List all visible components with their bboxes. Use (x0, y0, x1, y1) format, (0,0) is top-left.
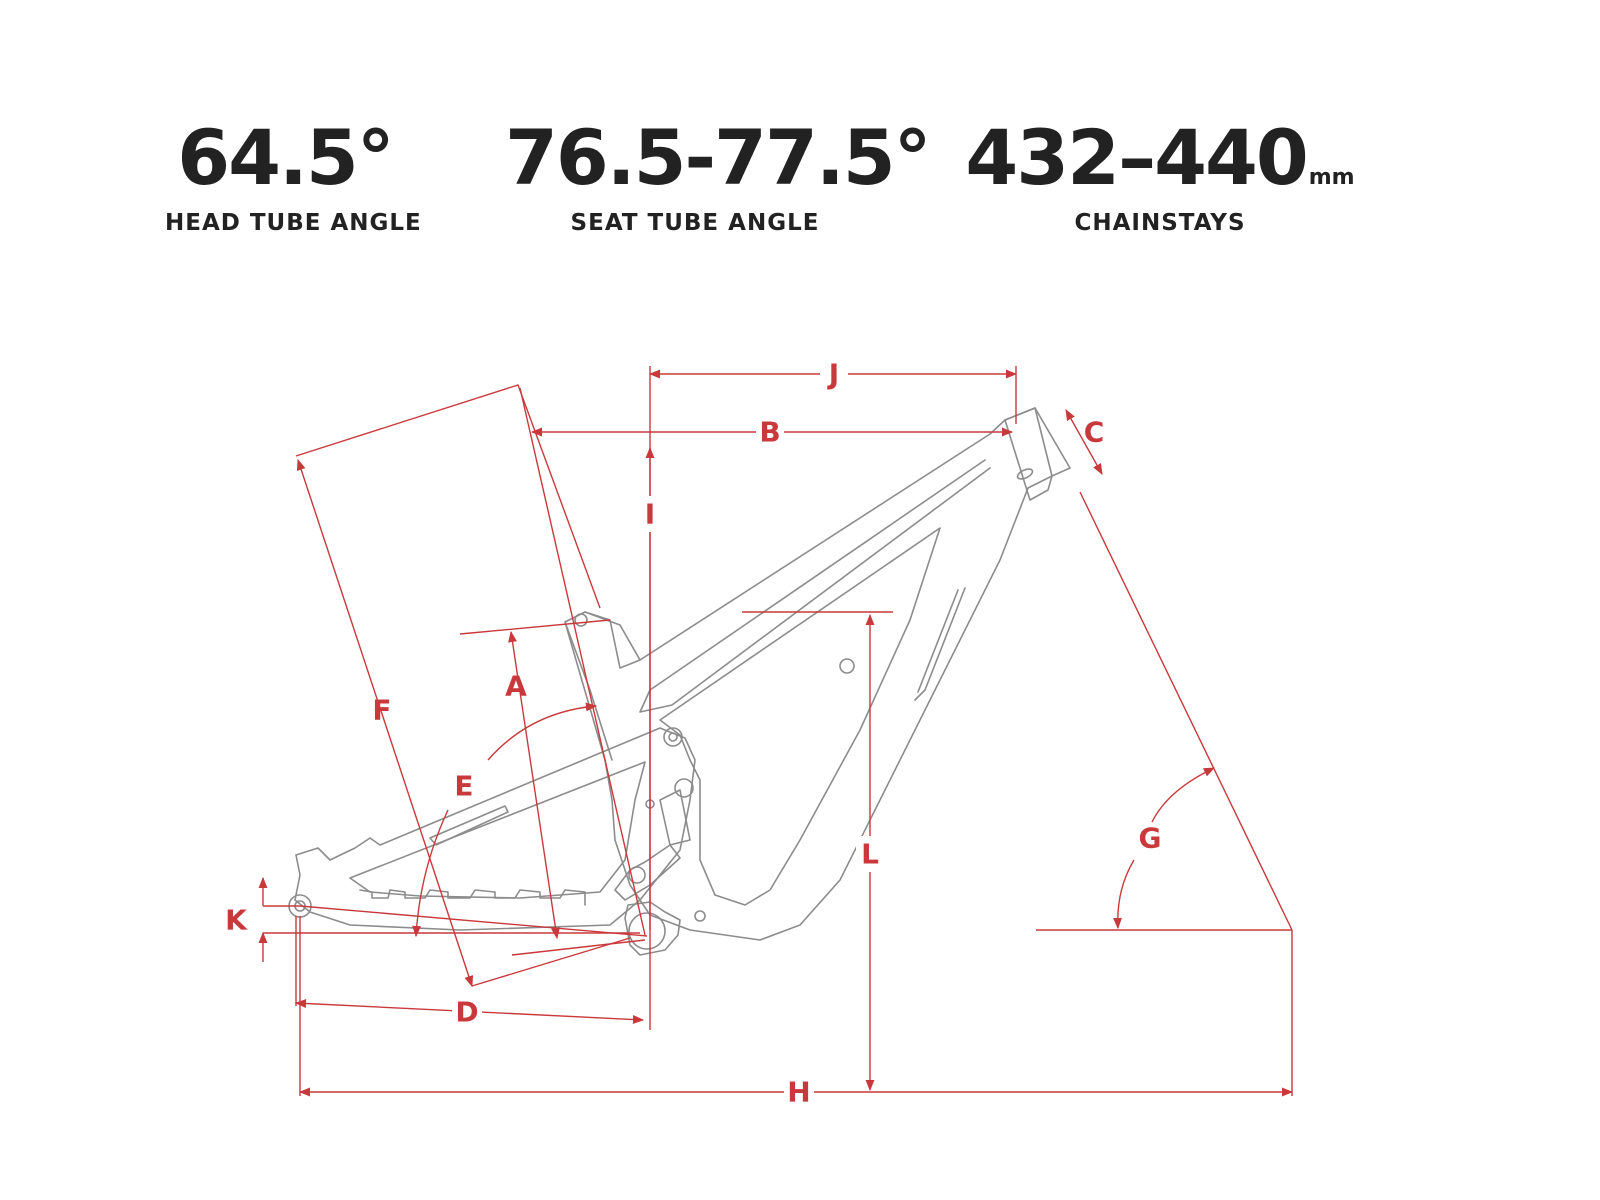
bb-bolt (694, 910, 706, 922)
label-e: E (454, 770, 473, 803)
front-triangle-cutout (659, 527, 941, 906)
dimension-c-line (1065, 409, 1103, 475)
chainstays-unit: mm (1308, 165, 1355, 190)
label-d: D (455, 996, 478, 1029)
down-tube-guard (914, 587, 966, 701)
seat-tube (564, 611, 641, 761)
dimension-lines (258, 366, 1294, 1097)
head-tube (1004, 407, 1071, 501)
label-i: I (645, 498, 655, 531)
rear-shock (614, 778, 694, 901)
chainstays-label: CHAINSTAYS (1074, 210, 1246, 236)
chainstays-stat: 432–440mm CHAINSTAYS (960, 113, 1360, 237)
label-a: A (505, 670, 527, 703)
bike-frame (288, 407, 1071, 956)
rear-triangle-outline (294, 727, 696, 931)
seat-clamp-bolt (574, 613, 588, 627)
head-tube-angle-stat: 64.5° HEAD TUBE ANGLE (165, 113, 422, 237)
dimension-labels: J B C I A F E G L K D H (225, 356, 1161, 1110)
cable-port (1016, 468, 1034, 480)
chainstays-value: 432–440mm (965, 113, 1355, 202)
upper-pivot (663, 727, 683, 747)
dimension-e-arc (487, 702, 598, 761)
bottom-bracket (628, 912, 666, 950)
shock-bolt-lower (628, 866, 646, 884)
label-j: J (827, 358, 839, 391)
seat-tube-angle-label: SEAT TUBE ANGLE (570, 210, 820, 236)
dimension-g-arc (1151, 767, 1216, 823)
label-h: H (787, 1076, 810, 1109)
steering-axis (1079, 491, 1293, 931)
top-tube-inner (639, 459, 991, 713)
head-tube-angle-label: HEAD TUBE ANGLE (165, 210, 422, 236)
down-tube-guard-inner (917, 589, 959, 693)
label-k: K (225, 904, 248, 937)
dimension-f-box (295, 384, 601, 609)
label-l: L (861, 838, 879, 871)
seat-tube-axis (519, 387, 646, 936)
label-c: C (1084, 416, 1105, 449)
dimension-a-line (508, 630, 560, 940)
chainstay-line (299, 905, 648, 937)
link-pivot (674, 778, 694, 798)
dimension-f-line (296, 458, 474, 988)
label-f: F (372, 694, 391, 727)
seat-tube-angle-stat: 76.5-77.5° SEAT TUBE ANGLE (505, 113, 932, 237)
seat-tube-angle-value: 76.5-77.5° (505, 113, 932, 202)
head-tube-angle-value: 64.5° (177, 113, 395, 202)
bottle-mount-bolt (839, 658, 855, 674)
label-g: G (1139, 822, 1162, 855)
bb-shell (624, 901, 681, 956)
rear-triangle-cutout (349, 761, 646, 899)
label-b: B (759, 416, 780, 449)
front-triangle-outline (564, 407, 1053, 941)
